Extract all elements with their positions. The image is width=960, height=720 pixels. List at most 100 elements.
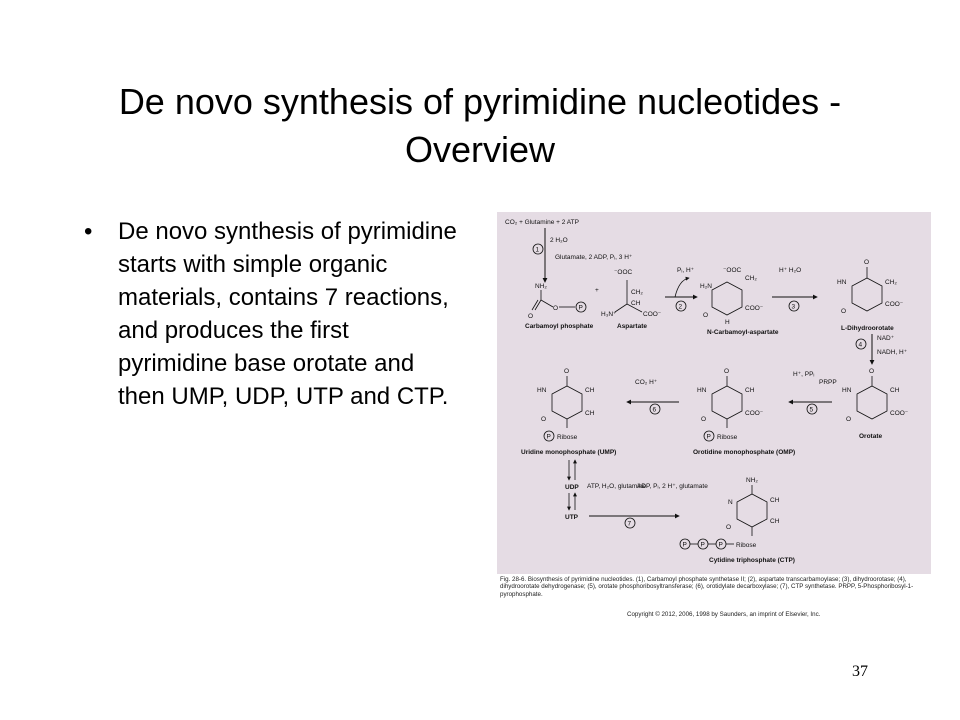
udp-label: UDP [565,484,579,491]
ump-label: Uridine monophosphate (UMP) [521,449,616,456]
p-label: P [579,305,583,312]
ch2-label: CH₂ [745,275,757,282]
o-label: O [564,368,569,375]
step6-badge [649,403,661,415]
n-label: N [728,499,733,506]
ch-label: CH [585,410,595,417]
bullet-text: De novo synthesis of pyrimidine starts w… [118,218,457,410]
omp-label: Orotidine monophosphate (OMP) [693,449,795,456]
o-label: O [846,416,851,423]
o-label: O [724,368,729,375]
step6-output: CO₂ H⁺ [635,379,658,386]
o-label: O [864,259,869,266]
h-label: H [725,319,730,326]
step2-number: 2 [679,304,683,311]
plus-label: + [595,287,599,294]
bullet-item: • De novo synthesis of pyrimidine starts… [84,215,464,413]
ch-label: CH [770,497,780,504]
ch2-label: CH₂ [631,289,643,296]
step3-byproducts: H⁺ H₂O [779,267,801,274]
hn-label: HN [837,279,847,286]
step6-number: 6 [653,407,657,414]
coo-label: ⁻OOC [614,269,633,276]
step3-badge [788,300,800,312]
figure-caption: Fig. 28-6. Biosynthesis of pyrimidine nu… [500,576,914,598]
ch-label: CH [745,387,755,394]
n-carbamoyl-aspartate-ring [711,281,743,316]
step5-output: PRPP [819,379,837,386]
coo-label: COO⁻ [643,311,662,318]
pathway-diagram: CO₂ + Glutamine + 2 ATP 1 2 H₂O Glutamat… [497,219,931,620]
carbamoyl-phosphate-label: Carbamoyl phosphate [525,323,594,330]
hn-label: HN [537,387,547,394]
step2-byproduct-arrow [674,276,690,298]
step4-input: NAD⁺ [877,335,895,342]
o-label: O [726,524,731,531]
dihydroorotate-ring [851,267,883,312]
step5-input: H⁺, PPᵢ [793,371,814,378]
orotate-label: Orotate [859,433,883,440]
o-label: O [553,305,558,312]
h2n-label: H₂N [700,283,712,290]
ctp-label: Cytidine triphosphate (CTP) [709,557,795,564]
ch-label: CH [585,387,595,394]
bullet-list: • De novo synthesis of pyrimidine starts… [84,215,464,413]
step1-number: 1 [536,247,540,254]
nh2-label: NH₂ [535,283,547,290]
step2-byproduct: Pᵢ, H⁺ [677,267,695,274]
caption-box [497,574,931,620]
orotate-ring [856,376,888,420]
step3-number: 3 [792,304,796,311]
step7-output: ADP, Pᵢ, 2 H⁺, glutamate [637,483,708,490]
step4-badge [855,338,867,350]
slide-title: De novo synthesis of pyrimidine nucleoti… [118,81,842,170]
ch-label: CH [631,300,641,307]
nh2-label: NH₂ [746,477,758,484]
page-number: 37 [852,663,868,680]
pathway-figure: CO₂ + Glutamine + 2 ATP 1 2 H₂O Glutamat… [497,212,931,620]
o-label: O [703,312,708,319]
step2-badge [675,300,687,312]
utp-label: UTP [565,514,579,521]
p-label: P [683,542,687,549]
copyright-text: Copyright © 2012, 2006, 1998 by Saunders… [627,611,821,618]
coo-label: COO⁻ [885,301,904,308]
bullet-dot-icon: • [84,218,93,245]
step1-badge [532,243,544,255]
aspartate-structure [614,280,643,313]
coo-label: COO⁻ [745,410,764,417]
ctp-ribose-label: Ribose [736,542,757,549]
ch-label: CH [890,387,900,394]
hn-label: HN [842,387,852,394]
n-carbamoyl-aspartate-label: N-Carbamoyl-aspartate [707,329,779,336]
ch2-label: CH₂ [885,279,897,286]
coo-label: COO⁻ [745,305,764,312]
coo-label: COO⁻ [890,410,909,417]
p-label: P [719,542,723,549]
step5-badge [806,403,818,415]
step7-input: ATP, H₂O, glutamine [587,483,646,490]
o-label: O [869,368,874,375]
h3n-label: H₃N⁺ [601,311,617,318]
ump-ring [543,376,583,442]
carbamoyl-phosphate-structure [531,290,587,313]
o-label: O [528,313,533,320]
omp-ribose-label: Ribose [717,434,738,441]
step1-output: Glutamate, 2 ADP, Pᵢ, 3 H⁺ [555,254,633,261]
o-label: O [841,308,846,315]
step7-number: 7 [628,521,632,528]
ooc-label: ⁻OOC [723,267,742,274]
omp-ring [703,376,743,442]
hn-label: HN [697,387,707,394]
p-label: P [707,434,711,441]
p-label: P [701,542,705,549]
dihydroorotate-label: L-Dihydroorotate [841,325,894,332]
step5-number: 5 [810,407,814,414]
step7-badge [624,517,636,529]
step1-input: 2 H₂O [550,237,568,244]
step4-number: 4 [859,342,863,349]
reactants-label: CO₂ + Glutamine + 2 ATP [505,219,579,226]
aspartate-label: Aspartate [617,323,647,330]
step4-output: NADH, H⁺ [877,349,908,356]
ctp-ring [679,485,768,550]
